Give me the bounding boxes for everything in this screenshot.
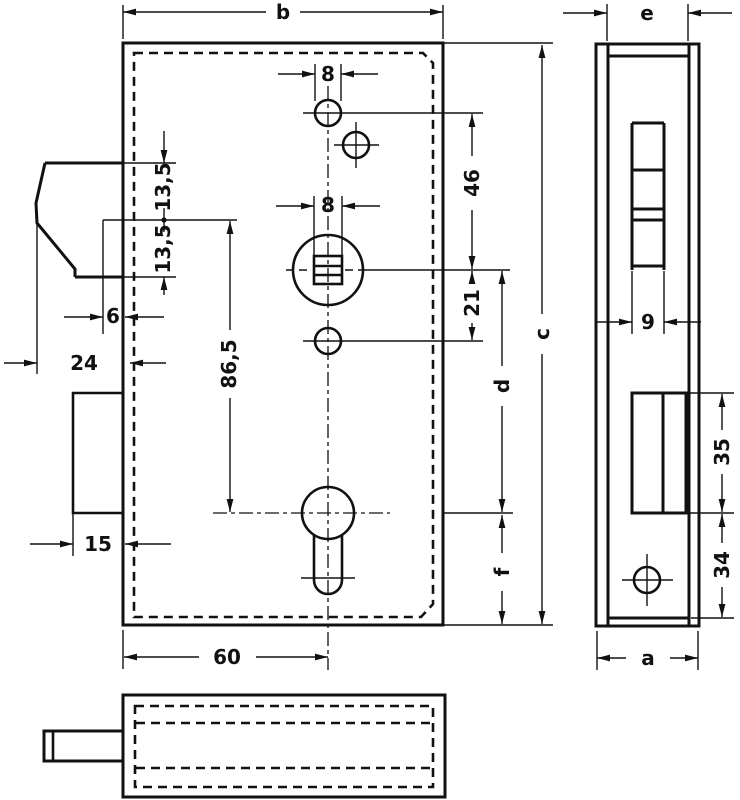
bottom-hidden-outline xyxy=(133,704,435,789)
dim-label-13-5-upper: 13,5 xyxy=(151,162,175,211)
extension-lines xyxy=(122,4,734,670)
dim-label-e: e xyxy=(640,1,654,25)
dimension-lines xyxy=(4,8,732,662)
dim-label-21: 21 xyxy=(460,289,484,317)
dim-label-46: 46 xyxy=(460,169,484,197)
case-inner-dashed-outline xyxy=(132,51,435,619)
dim-label-c: c xyxy=(530,328,554,340)
dim-label-b: b xyxy=(276,0,290,24)
faceplate-outline xyxy=(594,42,701,628)
dim-label-35: 35 xyxy=(710,438,734,466)
dim-label-8-follower: 8 xyxy=(321,193,335,217)
dim-label-86-5: 86,5 xyxy=(217,339,241,388)
bottom-latch xyxy=(42,729,125,763)
dim-label-60: 60 xyxy=(213,645,241,669)
latch-aux-lines xyxy=(36,162,237,556)
dimension-labels: b e 8 46 13,5 13,5 8 21 86,5 6 24 15 60 … xyxy=(70,0,734,670)
dim-label-d: d xyxy=(490,379,514,393)
front-view xyxy=(34,41,513,670)
dim-label-f: f xyxy=(490,567,514,576)
dim-label-13-5-lower: 13,5 xyxy=(151,224,175,273)
dim-label-15: 15 xyxy=(84,532,112,556)
dim-label-6: 6 xyxy=(106,304,120,328)
side-view xyxy=(594,42,701,628)
bottom-view xyxy=(42,693,447,799)
dim-label-24: 24 xyxy=(70,351,98,375)
cylinder-tab xyxy=(71,391,123,515)
latch-slot xyxy=(630,121,666,270)
cylinder-aperture xyxy=(630,391,688,515)
faceplate-screw-hole xyxy=(622,554,673,606)
bottom-case-outline xyxy=(121,693,447,799)
dim-label-8-top: 8 xyxy=(321,62,335,86)
dim-label-a: a xyxy=(641,646,655,670)
lock-case-outline xyxy=(121,41,445,627)
center-lines xyxy=(73,86,513,670)
dim-label-34: 34 xyxy=(710,551,734,579)
dim-label-9: 9 xyxy=(641,310,655,334)
